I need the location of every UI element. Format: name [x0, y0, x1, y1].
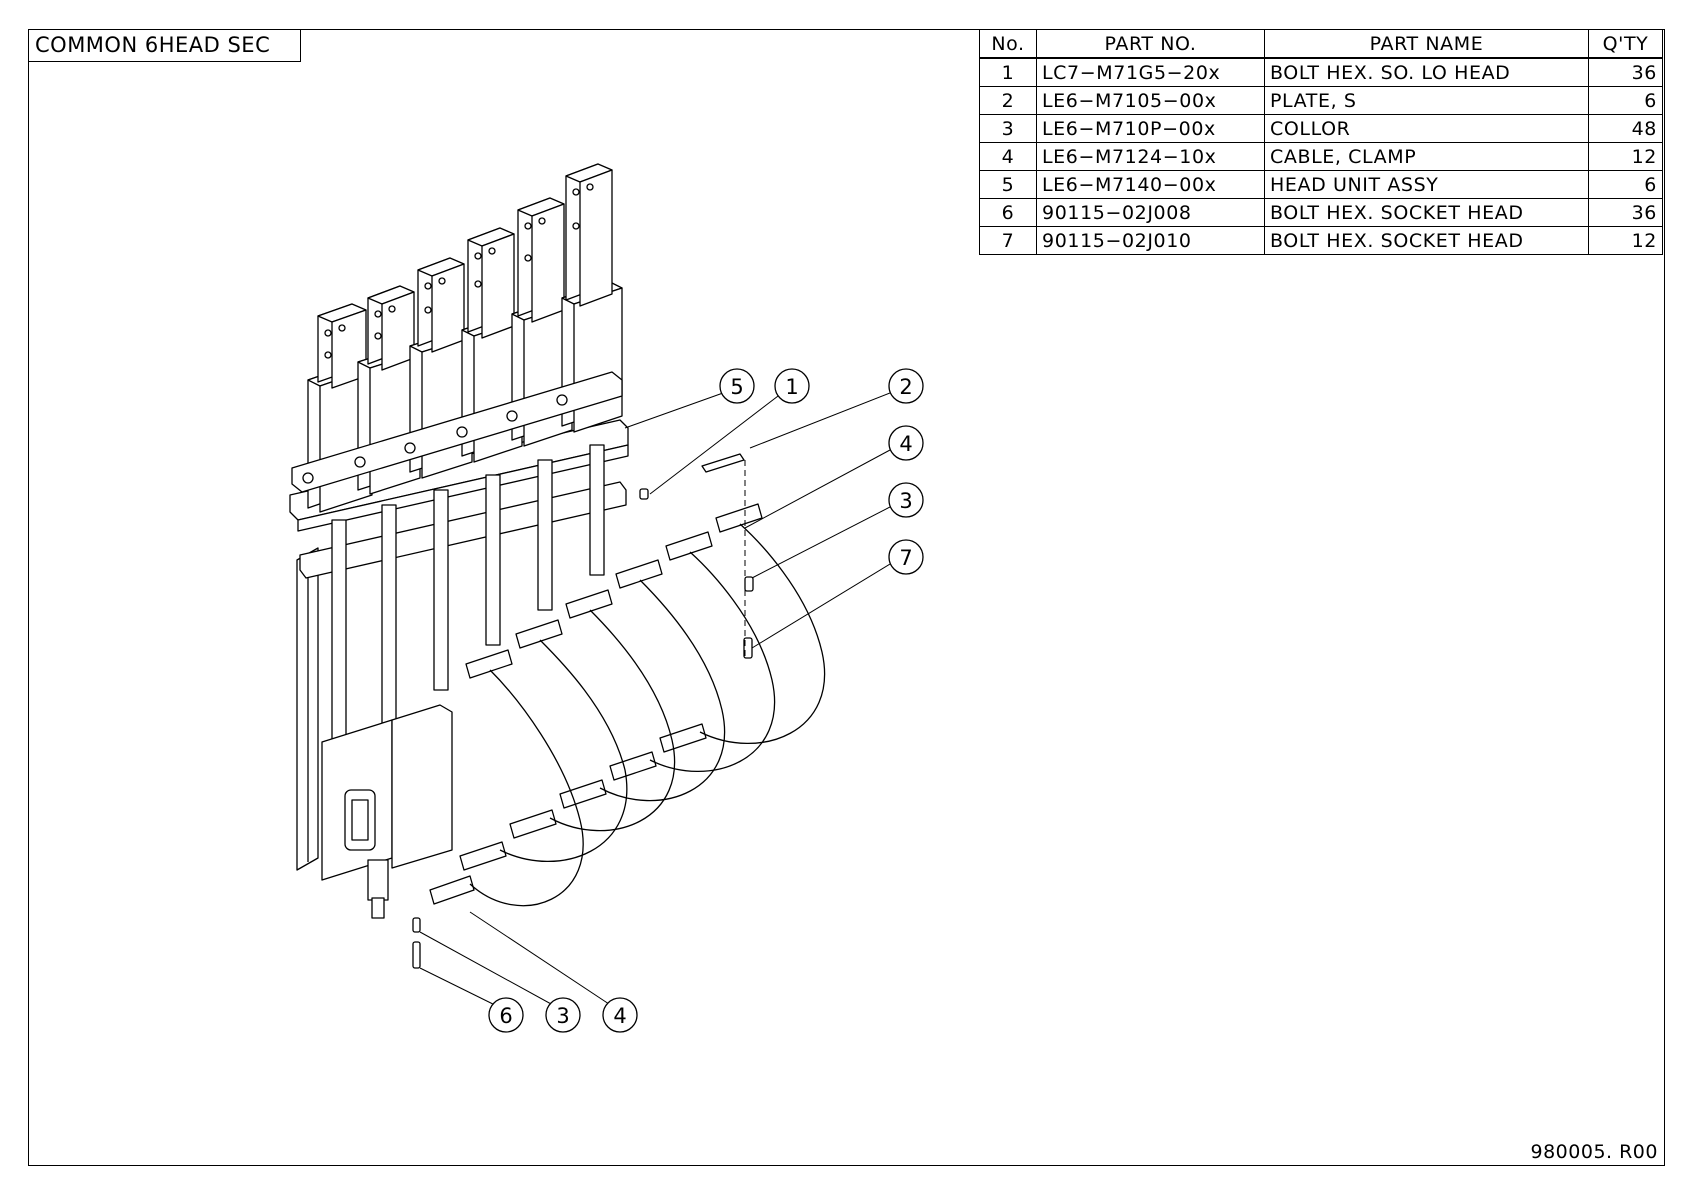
callout-3-bottom: 3: [545, 997, 581, 1033]
callout-4: 4: [888, 425, 924, 461]
parts-table-header: No. PART NO. PART NAME Q'TY: [979, 29, 1663, 59]
callout-label: 6: [499, 1004, 512, 1028]
cell-part-no: LC7−M71G5−20x: [1036, 57, 1265, 87]
cell-no: 1: [979, 57, 1037, 87]
lower-block: [321, 704, 453, 919]
cable-loops: [469, 523, 826, 907]
header-part-no: PART NO.: [1036, 29, 1265, 59]
drawing-title: COMMON 6HEAD SEC: [28, 29, 301, 62]
callout-1: 1: [774, 368, 810, 404]
callout-bubbles: 5 1 2 4 3 7 6 3: [488, 368, 924, 1033]
cable-clamps: [429, 503, 763, 905]
callout-label: 4: [613, 1004, 626, 1028]
header-qty: Q'TY: [1588, 29, 1663, 59]
cell-part-name: BOLT HEX. SOCKET HEAD: [1264, 198, 1589, 227]
callout-2: 2: [888, 368, 924, 404]
cell-qty: 6: [1588, 86, 1663, 115]
cell-qty: 48: [1588, 114, 1663, 143]
cell-qty: 6: [1588, 170, 1663, 199]
callout-7: 7: [888, 539, 924, 575]
cell-qty: 12: [1588, 142, 1663, 171]
callout-5: 5: [719, 368, 755, 404]
drawing-number: 980005. R00: [1530, 1141, 1658, 1163]
cell-qty: 36: [1588, 198, 1663, 227]
callout-3: 3: [888, 482, 924, 518]
callout-label: 2: [899, 375, 912, 399]
cell-part-no: LE6−M7124−10x: [1036, 142, 1265, 171]
callout-label: 5: [730, 375, 743, 399]
callout-4-bottom: 4: [602, 997, 638, 1033]
callout-label: 3: [556, 1004, 569, 1028]
parts-table: No. PART NO. PART NAME Q'TY 1 LC7−M71G5−…: [979, 29, 1663, 255]
cell-no: 4: [979, 142, 1037, 171]
cell-part-name: BOLT HEX. SOCKET HEAD: [1264, 226, 1589, 255]
cell-no: 5: [979, 170, 1037, 199]
callout-label: 3: [899, 489, 912, 513]
cell-part-no: 90115−02J010: [1036, 226, 1265, 255]
table-row: 4 LE6−M7124−10x CABLE, CLAMP 12: [979, 142, 1663, 171]
table-row: 7 90115−02J010 BOLT HEX. SOCKET HEAD 12: [979, 226, 1663, 255]
cell-part-no: 90115−02J008: [1036, 198, 1265, 227]
callout-6-bottom: 6: [488, 997, 524, 1033]
cell-part-name: CABLE, CLAMP: [1264, 142, 1589, 171]
cell-part-name: BOLT HEX. SO. LO HEAD: [1264, 57, 1589, 87]
cell-no: 7: [979, 226, 1037, 255]
table-row: 6 90115−02J008 BOLT HEX. SOCKET HEAD 36: [979, 198, 1663, 227]
cell-qty: 12: [1588, 226, 1663, 255]
drawing-frame: [28, 29, 1665, 1166]
exploded-parts: [412, 453, 754, 969]
table-row: 3 LE6−M710P−00x COLLOR 48: [979, 114, 1663, 143]
cell-part-name: PLATE, S: [1264, 86, 1589, 115]
table-row: 2 LE6−M7105−00x PLATE, S 6: [979, 86, 1663, 115]
callout-label: 4: [899, 432, 912, 456]
table-row: 1 LC7−M71G5−20x BOLT HEX. SO. LO HEAD 36: [979, 57, 1663, 87]
callout-label: 1: [785, 375, 798, 399]
cell-no: 6: [979, 198, 1037, 227]
callout-label: 7: [899, 546, 912, 570]
leader-lines: [419, 392, 891, 1011]
plate-bolts: [302, 394, 568, 484]
